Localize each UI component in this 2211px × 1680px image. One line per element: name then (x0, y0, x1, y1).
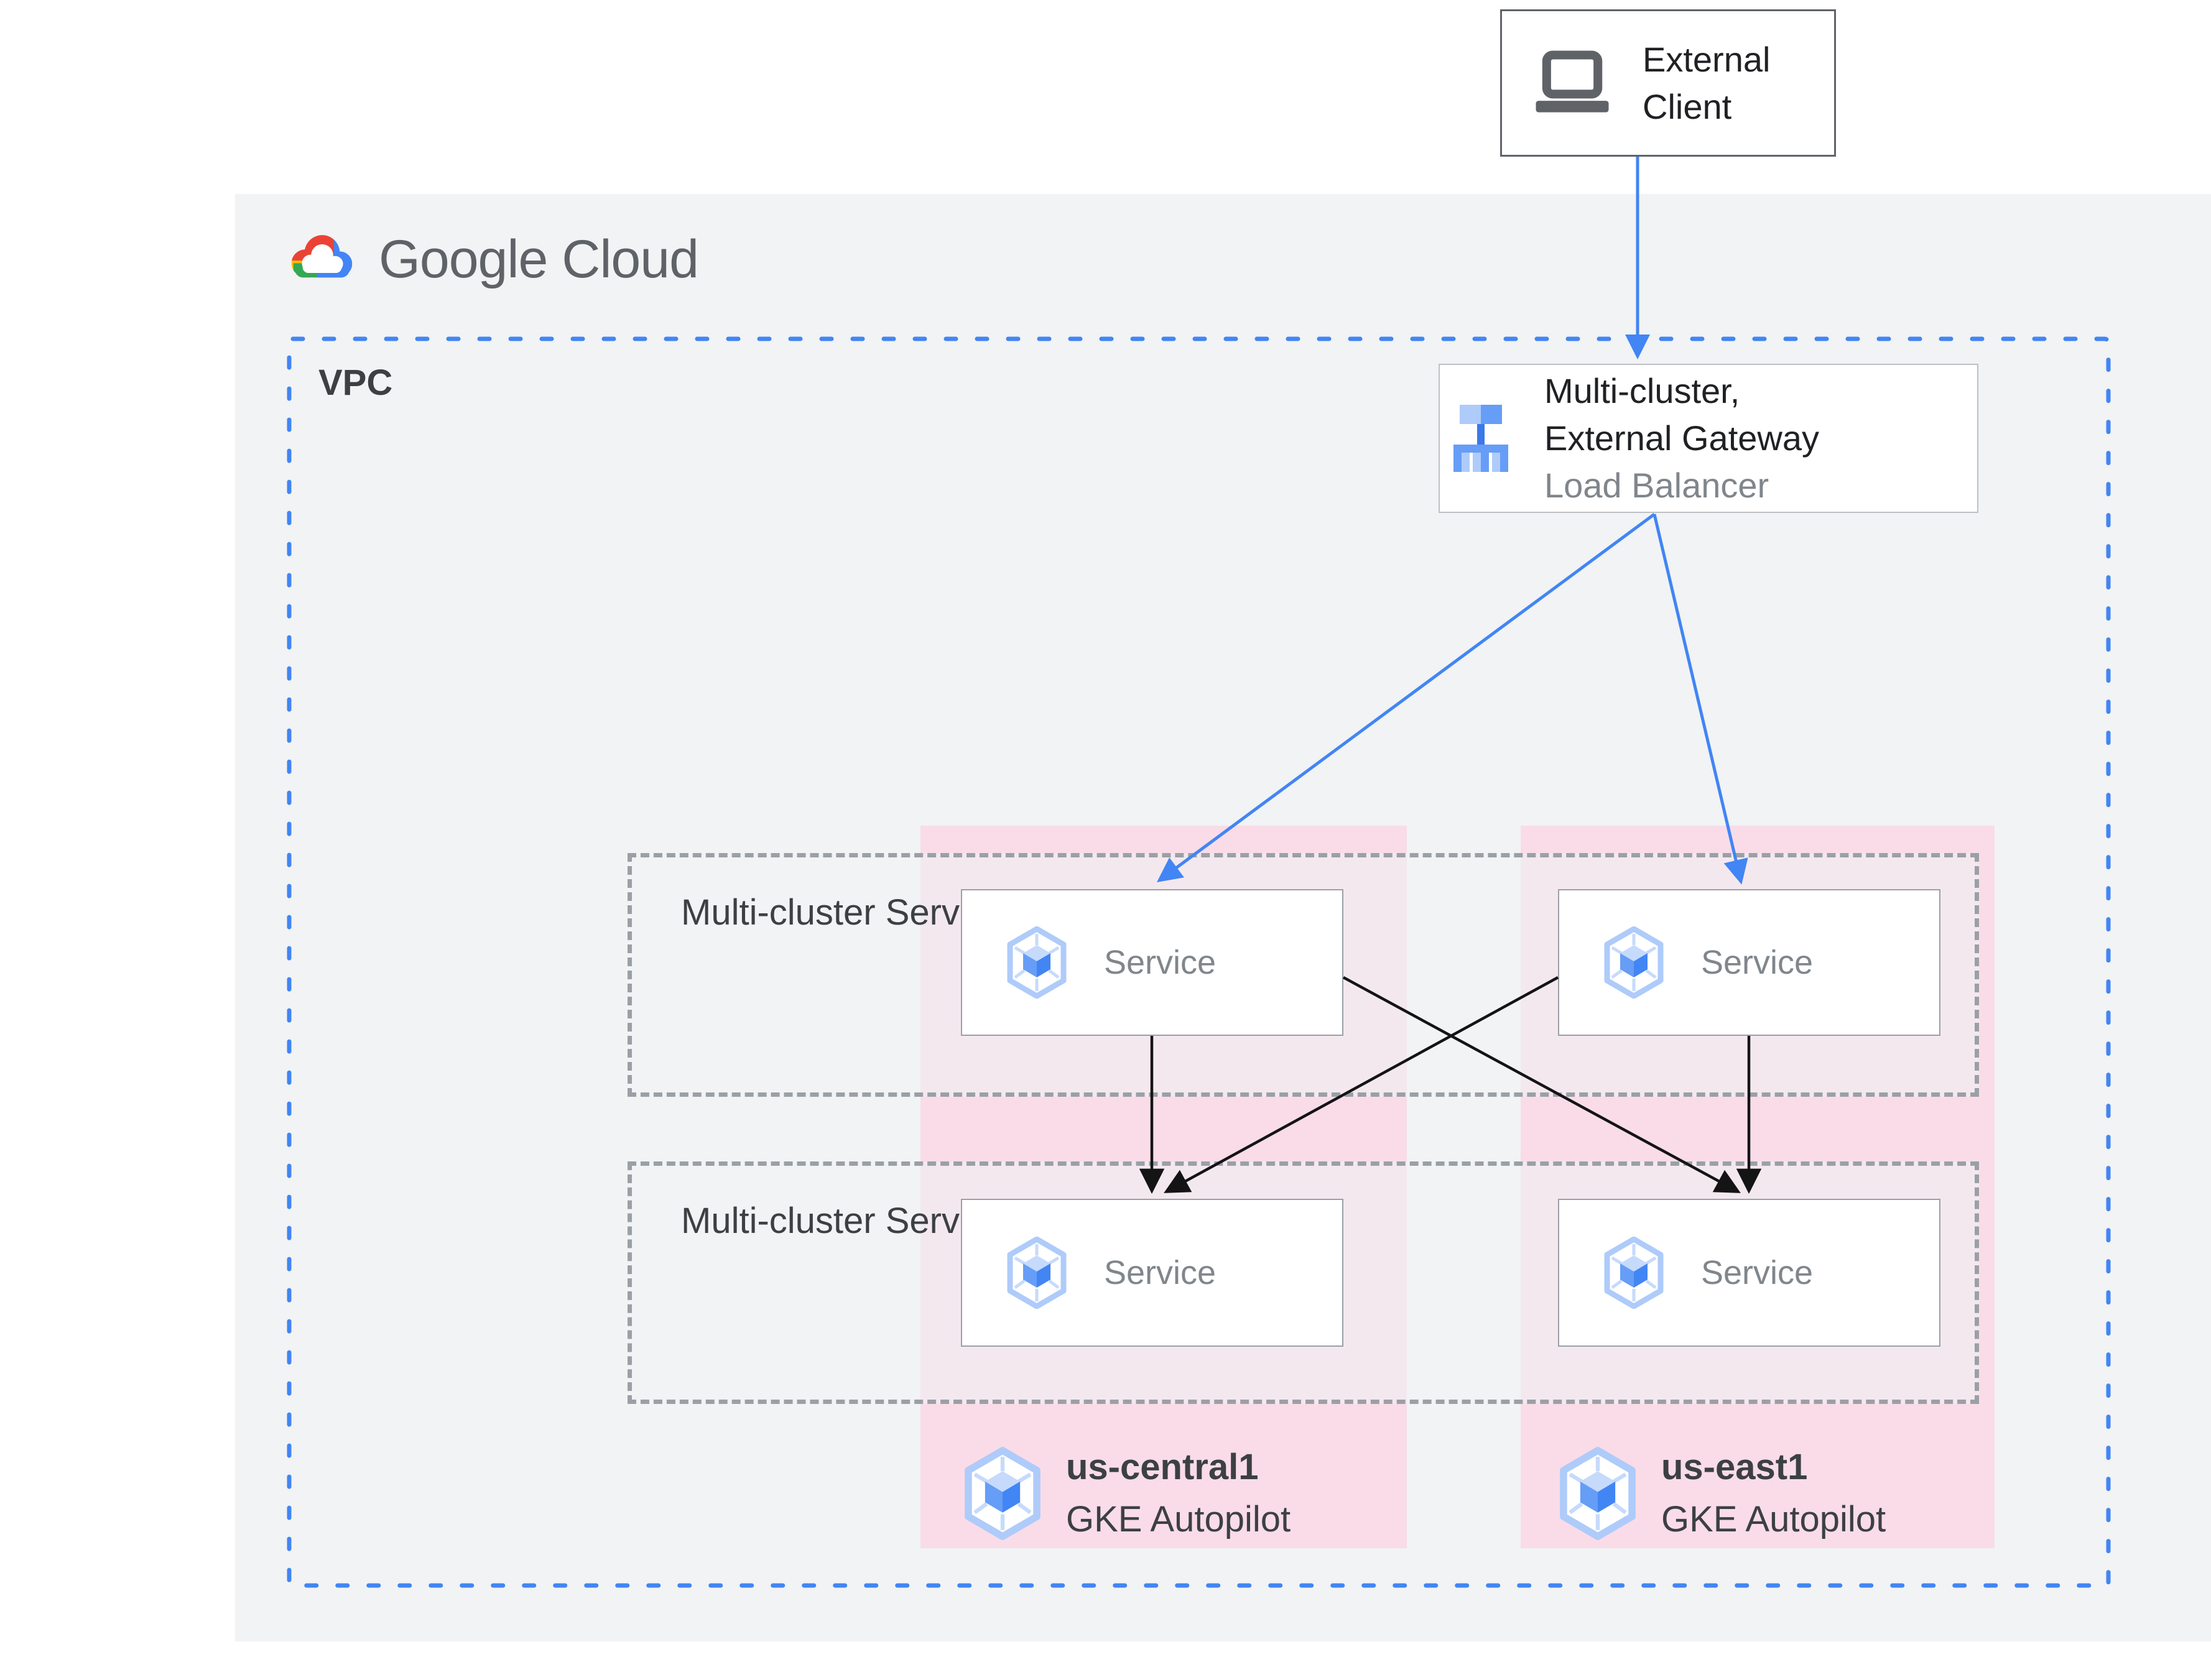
gke-cluster-icon (1558, 1447, 1638, 1540)
service-label: Service (1104, 1254, 1217, 1291)
load-balancer-icon (1453, 405, 1508, 472)
cluster-type: GKE Autopilot (1066, 1499, 1291, 1539)
service-label: Service (1701, 1254, 1814, 1291)
external-client-label: External Client (1643, 36, 1770, 131)
vpc-label: VPC (318, 362, 393, 403)
google-cloud-logo: Google Cloud (283, 228, 699, 291)
external-client-line1: External (1643, 39, 1771, 79)
service-node-central-row1: Service (961, 889, 1343, 1036)
google-cloud-icon (283, 228, 361, 291)
laptop-icon (1532, 48, 1613, 118)
gke-service-icon (1006, 1237, 1068, 1309)
cluster-region-name: us-central1 (1066, 1447, 1259, 1487)
load-balancer-node: Multi-cluster, External Gateway Load Bal… (1439, 364, 1978, 513)
load-balancer-label: Multi-cluster, External Gateway Load Bal… (1544, 367, 1819, 509)
cluster-type: GKE Autopilot (1661, 1499, 1886, 1539)
service-label: Service (1701, 944, 1814, 981)
google-cloud-logo-text: Google Cloud (379, 229, 699, 289)
external-client-node: External Client (1500, 9, 1836, 157)
load-balancer-title-line2: External Gateway (1544, 418, 1819, 458)
load-balancer-subtitle: Load Balancer (1544, 466, 1769, 505)
service-label: Service (1104, 944, 1217, 981)
cluster-region-name: us-east1 (1661, 1447, 1808, 1487)
load-balancer-title-line1: Multi-cluster, (1544, 371, 1740, 410)
gke-service-icon (1603, 1237, 1665, 1309)
service-node-east-row1: Service (1558, 889, 1940, 1036)
external-client-line2: Client (1643, 86, 1732, 126)
service-node-east-row2: Service (1558, 1199, 1940, 1347)
service-node-central-row2: Service (961, 1199, 1343, 1347)
gke-cluster-icon (963, 1447, 1042, 1540)
cluster-caption-us-east1: us-east1 GKE Autopilot (1558, 1441, 1886, 1546)
cluster-caption-text: us-central1 GKE Autopilot (1066, 1441, 1291, 1546)
gke-service-icon (1006, 926, 1068, 999)
gke-service-icon (1603, 926, 1665, 999)
cluster-caption-text: us-east1 GKE Autopilot (1661, 1441, 1886, 1546)
cluster-caption-us-central1: us-central1 GKE Autopilot (963, 1441, 1291, 1546)
